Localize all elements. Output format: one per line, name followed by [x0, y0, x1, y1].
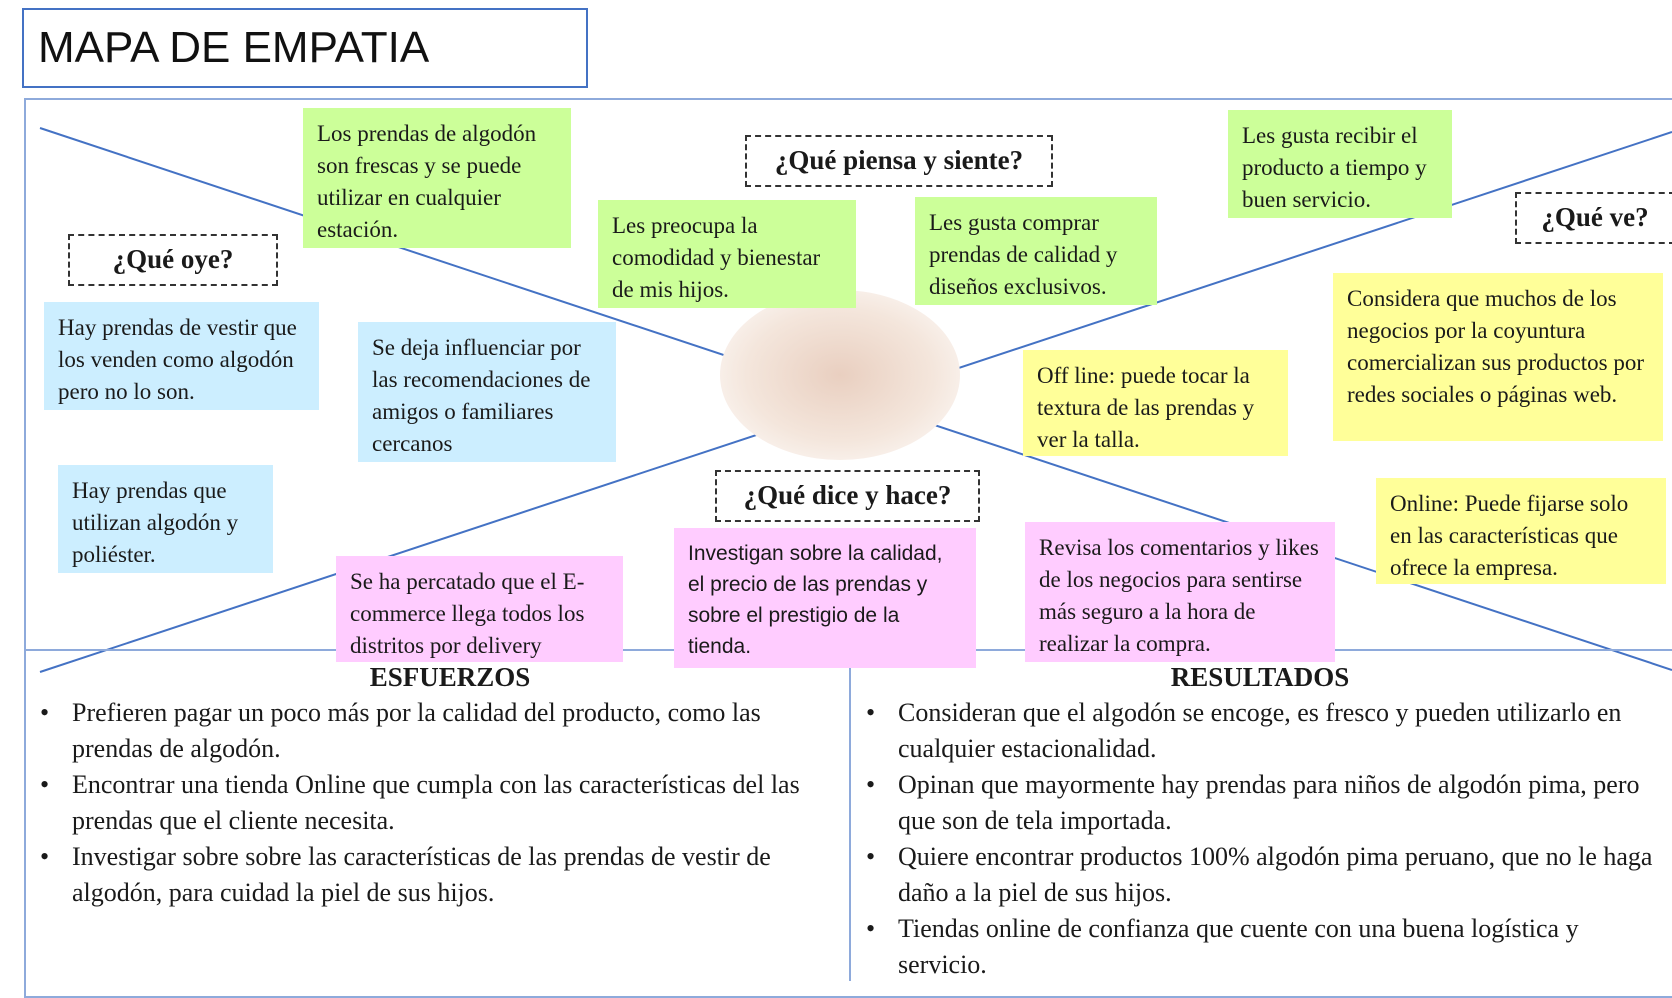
note-recomendaciones: Se deja influenciar por las recomendacio…	[358, 322, 616, 462]
note-offline: Off line: puede tocar la textura de las …	[1023, 350, 1288, 456]
note-redes-sociales: Considera que muchos de los negocios por…	[1333, 273, 1663, 441]
note-calidad-diseno: Les gusta comprar prendas de calidad y d…	[915, 197, 1157, 305]
esfuerzos-item: Prefieren pagar un poco más por la calid…	[26, 695, 846, 767]
esfuerzos-title: ESFUERZOS	[369, 662, 531, 692]
resultados-item: Consideran que el algodón se encoge, es …	[852, 695, 1667, 767]
resultados-list: Consideran que el algodón se encoge, es …	[852, 695, 1667, 983]
heading-piensa-siente: ¿Qué piensa y siente?	[745, 135, 1053, 187]
note-algodon-fresco: Los prendas de algodón son frescas y se …	[303, 108, 571, 248]
heading-oye: ¿Qué oye?	[68, 234, 278, 286]
note-falso-algodon: Hay prendas de vestir que los venden com…	[44, 302, 319, 410]
resultados-title: RESULTADOS	[1170, 662, 1350, 692]
note-investigan-calidad: Investigan sobre la calidad, el precio d…	[674, 528, 976, 668]
note-algodon-poliester: Hay prendas que utilizan algodón y polié…	[58, 465, 273, 573]
esfuerzos-item: Encontrar una tienda Online que cumpla c…	[26, 767, 846, 839]
esfuerzos-item: Investigar sobre sobre las característic…	[26, 839, 846, 911]
note-online: Online: Puede fijarse solo en las caract…	[1376, 478, 1666, 584]
heading-ve: ¿Qué ve?	[1515, 192, 1672, 244]
resultados-item: Opinan que mayormente hay prendas para n…	[852, 767, 1667, 839]
note-ecommerce-delivery: Se ha percatado que el E-commerce llega …	[336, 556, 623, 662]
note-producto-a-tiempo: Les gusta recibir el producto a tiempo y…	[1228, 110, 1452, 218]
note-comentarios-likes: Revisa los comentarios y likes de los ne…	[1025, 522, 1335, 662]
heading-dice-hace: ¿Qué dice y hace?	[715, 470, 980, 522]
page-title: MAPA DE EMPATIA	[22, 8, 588, 88]
resultados-item: Tiendas online de confianza que cuente c…	[852, 911, 1667, 983]
note-comodidad-hijos: Les preocupa la comodidad y bienestar de…	[598, 200, 856, 308]
family-photo	[720, 290, 960, 460]
resultados-item: Quiere encontrar productos 100% algodón …	[852, 839, 1667, 911]
esfuerzos-list: Prefieren pagar un poco más por la calid…	[26, 695, 846, 911]
